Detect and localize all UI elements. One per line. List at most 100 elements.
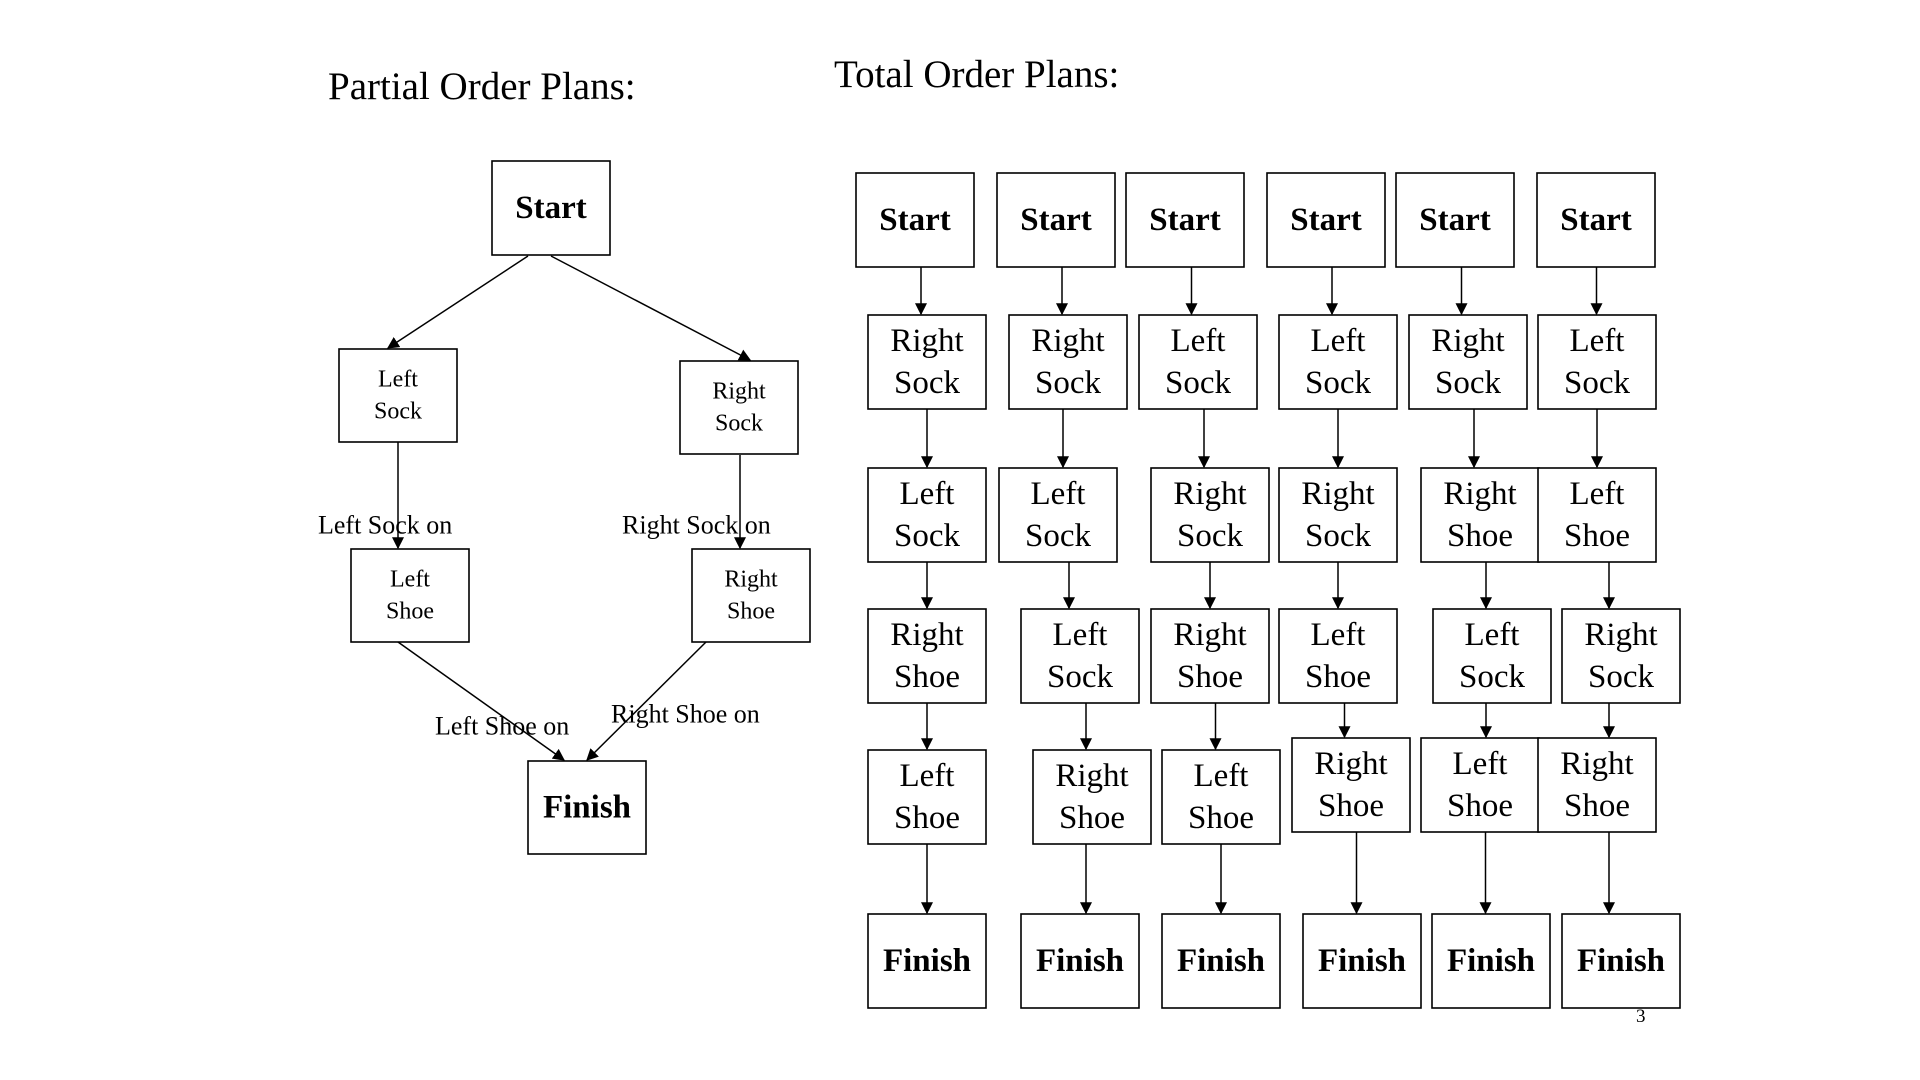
to-col6-step4-node-label: Shoe xyxy=(1564,788,1630,824)
to-col4-step4-node-label: Shoe xyxy=(1318,788,1384,824)
to-col6-finish-node: Finish xyxy=(1561,913,1681,1009)
to-col1-start-node-label: Start xyxy=(879,202,950,238)
to-col3-step1-node-label: Left xyxy=(1171,323,1226,359)
po-right-shoe-node-label: Right xyxy=(724,567,778,593)
to-col1-step3-node-label: Shoe xyxy=(894,659,960,695)
to-col3-start-node: Start xyxy=(1125,172,1245,268)
to-col1-start-node: Start xyxy=(855,172,975,268)
po-left-sock-node-box xyxy=(338,348,458,443)
po-left-shoe-node-box xyxy=(350,548,470,643)
to-col6-step2-node-box xyxy=(1537,467,1657,563)
to-col2-finish-node-box xyxy=(1020,913,1140,1009)
to-col3-step2-node-label: Sock xyxy=(1177,518,1244,554)
to-col4-step3-node-box xyxy=(1278,608,1398,704)
to-col4-step4-node-box xyxy=(1291,737,1411,833)
po-left-shoe-node-label: Shoe xyxy=(386,599,434,625)
to-col3-step3-node-label: Right xyxy=(1173,617,1246,653)
to-col5-step2-node-label: Right xyxy=(1443,476,1516,512)
to-col1-finish-node-box xyxy=(867,913,987,1009)
to-col4-step2-node-label: Right xyxy=(1301,476,1374,512)
to-col1-step3-node-box xyxy=(867,608,987,704)
po-start-node-box xyxy=(491,160,611,256)
po-left-shoe-node-label: Left xyxy=(390,567,430,593)
to-col1-finish-node-label: Finish xyxy=(883,943,971,979)
to-col3-finish-node-label: Finish xyxy=(1177,943,1265,979)
po-edge-start-leftsock xyxy=(386,255,529,349)
to-col3-step4-node-label: Shoe xyxy=(1188,800,1254,836)
to-col5-step3-node-label: Left xyxy=(1465,617,1520,653)
to-col5-finish-node: Finish xyxy=(1431,913,1551,1009)
to-col3-step4-node-label: Left xyxy=(1194,758,1249,794)
to-col2-step2-node-label: Left xyxy=(1031,476,1086,512)
to-col6-step3-node-label: Sock xyxy=(1588,659,1655,695)
po-right-sock-node-label: Sock xyxy=(715,411,763,437)
to-col2-start-node-box xyxy=(996,172,1116,268)
to-col4-step3-node-label: Left xyxy=(1311,617,1366,653)
to-col2-step4-node-label: Right xyxy=(1055,758,1128,794)
to-col3-start-node-label: Start xyxy=(1149,202,1220,238)
to-col3-step3-node-box xyxy=(1150,608,1270,704)
to-col3-start-node-box xyxy=(1125,172,1245,268)
to-col4-finish-node-box xyxy=(1302,913,1422,1009)
to-col1-step1-node-label: Right xyxy=(890,323,963,359)
to-col2-step2-node-box xyxy=(998,467,1118,563)
po-right-sock-node-box xyxy=(679,360,799,455)
to-col2-step1-node-label: Right xyxy=(1031,323,1104,359)
to-col5-step2-node-box xyxy=(1420,467,1540,563)
po-left-sock-node-label: Left xyxy=(378,367,418,393)
to-col4-step3-node-label: Shoe xyxy=(1305,659,1371,695)
po-label-right-sock-on: Right Sock on xyxy=(622,511,771,540)
to-col6-step1-node-label: Sock xyxy=(1564,365,1631,401)
to-col4-step2-node-label: Sock xyxy=(1305,518,1372,554)
to-col3-step2-node-box xyxy=(1150,467,1270,563)
to-col2-finish-node: Finish xyxy=(1020,913,1140,1009)
to-col3-step1-node-box xyxy=(1138,314,1258,410)
to-col1-step2-node-label: Left xyxy=(900,476,955,512)
to-col1-step3-node-label: Right xyxy=(890,617,963,653)
to-col6-finish-node-label: Finish xyxy=(1577,943,1665,979)
to-col5-step4-node-label: Shoe xyxy=(1447,788,1513,824)
to-col5-start-node-box xyxy=(1395,172,1515,268)
total-order-title: Total Order Plans: xyxy=(834,53,1120,96)
to-col2-start-node: Start xyxy=(996,172,1116,268)
to-col4-finish-node: Finish xyxy=(1302,913,1422,1009)
po-right-shoe-node-box xyxy=(691,548,811,643)
to-col5-start-node: Start xyxy=(1395,172,1515,268)
to-col3-finish-node-box xyxy=(1161,913,1281,1009)
to-col5-step1-node-label: Right xyxy=(1431,323,1504,359)
to-col1-step4-node-label: Shoe xyxy=(894,800,960,836)
to-col6-step3-node-label: Right xyxy=(1584,617,1657,653)
to-col4-step1-node-label: Left xyxy=(1311,323,1366,359)
to-col6-step3-node-box xyxy=(1561,608,1681,704)
to-col1-step1-node-label: Sock xyxy=(894,365,961,401)
to-col5-step4-node-label: Left xyxy=(1453,746,1508,782)
to-col3-step3-node-label: Shoe xyxy=(1177,659,1243,695)
to-col2-step4-node-box xyxy=(1032,749,1152,845)
to-col2-step4-node-label: Shoe xyxy=(1059,800,1125,836)
to-col1-step4-node-label: Left xyxy=(900,758,955,794)
to-col4-start-node-box xyxy=(1266,172,1386,268)
to-col5-step1-node-box xyxy=(1408,314,1528,410)
to-col1-finish-node: Finish xyxy=(867,913,987,1009)
po-label-left-sock-on: Left Sock on xyxy=(318,511,452,540)
to-col4-start-node: Start xyxy=(1266,172,1386,268)
to-col5-step1-node-label: Sock xyxy=(1435,365,1502,401)
to-col6-start-node: Start xyxy=(1536,172,1656,268)
po-finish-node-label: Finish xyxy=(543,790,631,826)
page-number: 3 xyxy=(1636,1006,1646,1027)
